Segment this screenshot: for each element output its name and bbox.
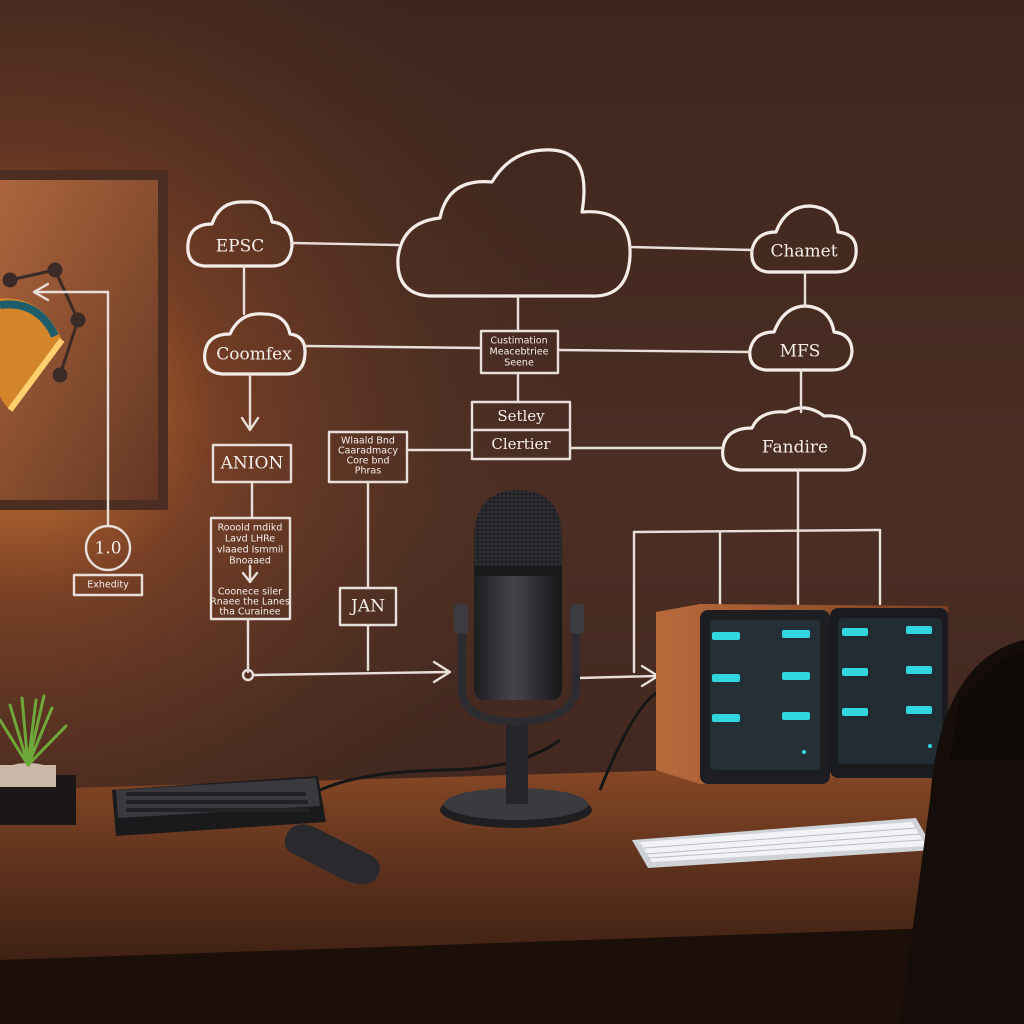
box-notes-left-line-7: tha Curainee [219,607,280,618]
network-diagram: EPSC Coomfex Chamet MFS Fandire Custimat… [32,148,882,688]
box-center-small-line-3: Seene [504,358,534,369]
box-notes-left-line-4: Bnoaaed [229,556,271,567]
cloud-chamet-label: Chamet [770,242,837,262]
box-setley-label: Setley [497,407,545,425]
desk-lamp [0,298,65,412]
version-caption-box [72,573,144,597]
audio-controller [112,776,326,836]
box-anion-label: ANION [220,454,284,474]
box-notes-left-line-3: vlaaed Ismmil [217,545,283,556]
cloud-fandire [721,406,867,472]
cloud-fandire-label: Fandire [762,438,828,458]
desk-front-edge [0,925,1024,1024]
box-clertier-label: Clertier [491,435,551,453]
cloud-mfs-label: MFS [780,342,821,362]
box-notes-left-line-1: Rooold mdikd [218,523,283,534]
box-notes-left-line-2: Lavd LHRe [225,534,275,545]
box-notes-mid-line-1: Wlaald Bnd [341,436,395,447]
central-cloud [396,148,632,298]
remote-device [284,824,380,885]
box-jan-label: JAN [349,597,385,617]
cloud-coomfex [203,312,307,376]
arrow-down-icon [241,564,259,584]
cloud-coomfex-label: Coomfex [216,345,292,365]
cloud-epsc [186,200,294,268]
keyboard [632,818,934,868]
potted-plant [0,694,76,825]
box-notes-mid-line-3: Core bnd [346,456,389,467]
box-notes-left-line-6: Rnaee the Lanes [210,597,290,608]
version-caption-label: Exhedity [87,580,129,591]
server-units [656,604,948,784]
version-badge-label: 1.0 [94,539,121,559]
box-center-small [479,329,560,375]
box-center-small-line-2: Meacebtriee [490,347,549,358]
microphone [440,490,592,828]
box-notes-left-line-5: Coonece siler [218,587,282,598]
mic-cable [319,738,561,792]
box-notes-mid-line-2: Caaradmacy [338,446,398,457]
box-notes-left [209,516,292,621]
diagram-connectors [32,241,882,688]
box-center-small-line-1: Custimation [490,336,547,347]
box-notes-mid-line-4: Phras [355,466,381,477]
cloud-epsc-label: EPSC [216,237,265,257]
